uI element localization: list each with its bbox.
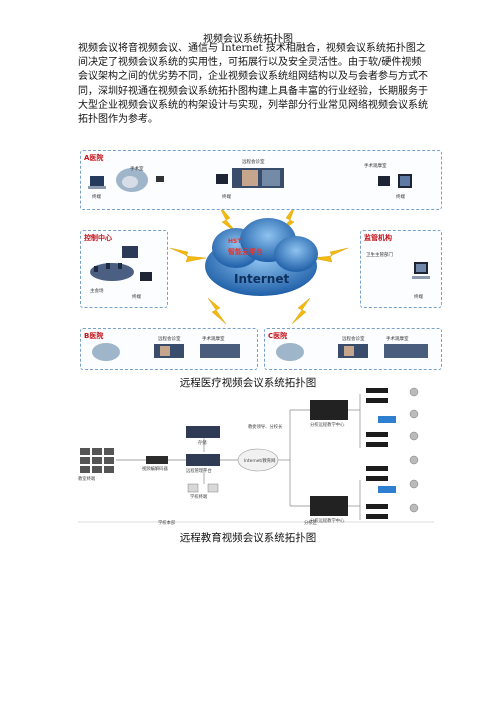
label-terminal: 终端	[92, 195, 101, 200]
cloud-platform-label: 智能云平台	[228, 248, 263, 256]
label-terminal: 终端	[222, 195, 231, 200]
intro-paragraph: 视频会议将音视频会议、通信与 Internet 技术相融合，视频会议系统拓扑图之…	[78, 42, 428, 127]
label-surgery-room: 手术室	[130, 167, 144, 172]
bolt-icon	[169, 247, 207, 263]
figure2-caption: 远程教育视频会议系统拓扑图	[179, 532, 317, 544]
codec-label: 视频编解码器	[142, 467, 168, 472]
branch-center-label: 分校远程教学中心	[310, 423, 345, 428]
label-terminal: 终端	[414, 295, 423, 300]
codec-icon	[146, 456, 168, 464]
terminal-icon	[366, 398, 388, 403]
paragraph-line: 视频会议将音视频会议、通信与 Internet 技术相融合，视频会议系统拓扑图之	[78, 43, 426, 54]
pc-icon	[207, 483, 219, 493]
supervisory-devices	[412, 262, 430, 279]
storage-label: 存储	[198, 441, 207, 446]
pc-icon	[187, 483, 199, 493]
terminal-icon	[366, 514, 388, 519]
monitor-icon	[378, 176, 390, 186]
switch-icon	[378, 486, 396, 493]
server-icon	[310, 496, 348, 516]
server-icon	[310, 400, 348, 420]
terminal-icon	[366, 432, 388, 437]
panel-supervisory	[360, 230, 442, 308]
terminal-icon	[366, 476, 388, 481]
camera-icon	[409, 431, 419, 441]
server-icon	[186, 454, 220, 466]
terminal-icon	[366, 388, 388, 393]
monitor-icon	[140, 272, 152, 281]
screen-icon	[122, 246, 138, 258]
surgery-room-image	[276, 343, 304, 361]
monitor-icon	[216, 174, 228, 184]
internet-cloud-icon	[237, 448, 279, 472]
bolt-icon	[291, 297, 311, 325]
paragraph-line: 会议架构之间的优劣势不同，企业视频会议系统组网结构以及与会者参与方式不	[78, 71, 428, 83]
label-terminal: 终端	[132, 295, 141, 300]
label-consult-room: 远程会诊室	[242, 160, 265, 165]
server-icon	[186, 426, 220, 438]
label-consult-room: 远程会诊室	[158, 337, 181, 342]
conference-table-icon	[90, 263, 134, 281]
leadership-label: 教委领导、分校长	[248, 425, 283, 430]
cloud-platform-icon	[205, 218, 318, 296]
classroom-label: 教室终端	[78, 477, 96, 482]
label-observation-room: 手术观摩室	[202, 337, 225, 342]
label-terminal: 终端	[396, 195, 405, 200]
panel-c-label: C医院	[268, 332, 288, 340]
label-observation-room: 手术观摩室	[386, 337, 409, 342]
paragraph-line: 间决定了视频会议系统的实用性，可拓展行以及安全灵活性。由于软/硬件视频	[78, 57, 422, 69]
video-wall-image	[200, 344, 240, 358]
main-campus-label: 学校本部	[158, 521, 176, 526]
panel-a-label: A医院	[84, 154, 104, 162]
label-consult-room: 远程会诊室	[342, 337, 365, 342]
connection-bolts	[169, 203, 349, 325]
control-center-label: 控制中心	[84, 234, 112, 242]
panel-b-devices	[92, 343, 240, 361]
classroom-video-wall	[80, 448, 114, 473]
panel-a-devices	[88, 168, 412, 192]
education-network-diagram	[78, 387, 434, 523]
panel-b-label: B医院	[84, 332, 104, 340]
terminal-icon	[366, 442, 388, 447]
paragraph-line: 拓扑图作为参考。	[78, 114, 158, 126]
main-venue-label: 主会场	[90, 289, 104, 294]
cloud-hst-label: HST	[228, 238, 242, 245]
switch-icon	[378, 416, 396, 423]
video-wall-image	[384, 344, 428, 358]
control-center-devices	[90, 246, 152, 281]
camera-icon	[409, 479, 419, 489]
laptop-icon	[90, 176, 104, 186]
internet-label: Internet/教育网	[244, 459, 276, 464]
doc-title: 视频会议系统拓扑图	[203, 34, 293, 45]
camera-icon	[409, 387, 419, 397]
telemedicine-topology-figure: A医院 手术室 远程会诊室 手术观摩室 终端 终端 终端 控制中心 主会场 终端	[78, 148, 442, 370]
paragraph-line: 同，深圳好视通在视频会议系统拓扑图构建上具备丰富的行业经验，长期服务于	[78, 85, 428, 97]
terminal-icon	[366, 466, 388, 471]
terminal-icon	[366, 504, 388, 509]
label-observation-room: 手术观摩室	[364, 164, 387, 169]
cloud-internet-label: Internet	[234, 272, 290, 286]
camera-icon	[409, 503, 419, 513]
figure1-caption: 远程医疗视频会议系统拓扑图	[179, 377, 317, 389]
branch-center-label: 分校远程教学中心	[310, 519, 345, 524]
panel-c-devices	[276, 343, 428, 361]
camera-icon	[156, 176, 164, 182]
health-dept-label: 卫生主管部门	[366, 253, 393, 258]
bolt-icon	[207, 297, 227, 325]
mgmt-platform-label: 远程管理平台	[186, 469, 212, 474]
camera-icon	[409, 455, 419, 465]
supervisory-label: 监管机构	[364, 234, 392, 242]
education-topology-figure: 教室终端 视频编解码器 存储 远程管理平台 学校终端 Internet/教育网 …	[78, 380, 436, 526]
camera-icon	[409, 409, 419, 419]
surgery-room-image	[92, 343, 120, 361]
branch-campus-label: 分校区	[304, 521, 317, 526]
paragraph-line: 大型企业视频会议系统的构架设计与实现，列举部分行业常见网络视频会议系统	[78, 99, 428, 111]
school-terminal-label: 学校终端	[190, 495, 208, 500]
